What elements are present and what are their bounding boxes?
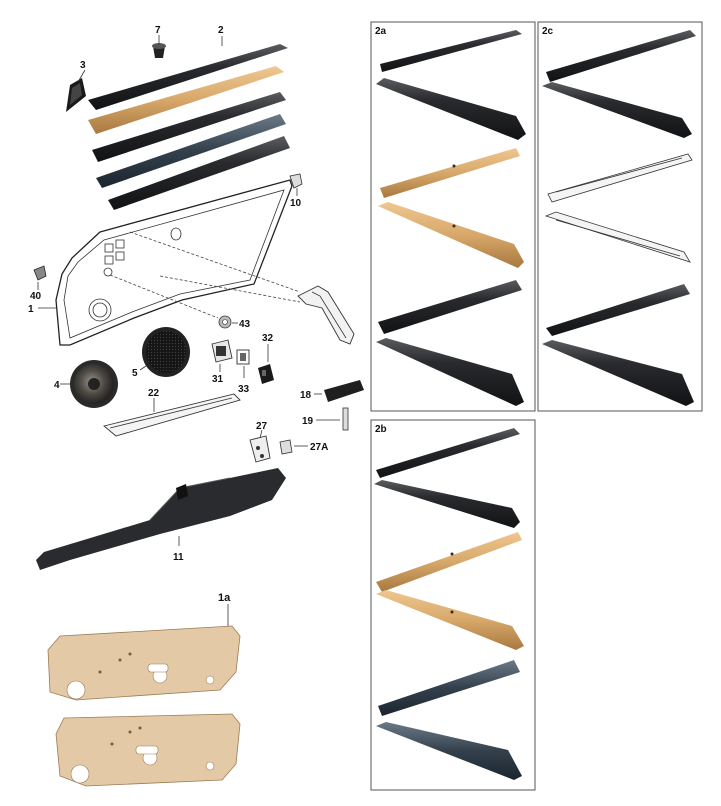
label-32: 32 <box>262 333 274 344</box>
part-1a-board-upper <box>47 625 241 701</box>
part-1a-board-lower <box>55 713 241 787</box>
leader-3 <box>77 69 86 83</box>
armrest-slate <box>96 114 286 188</box>
part-40-bracket <box>33 265 47 281</box>
label-4: 4 <box>54 380 60 391</box>
label-2c: 2c <box>542 26 554 37</box>
part-27a-clip <box>279 439 293 455</box>
armrest-stack <box>88 44 290 210</box>
part-4-speaker <box>70 360 118 408</box>
label-1: 1 <box>28 304 34 315</box>
label-43: 43 <box>239 319 251 330</box>
armrest-black-2 <box>92 92 286 162</box>
part-32-switch <box>258 364 274 384</box>
part-11-door-pocket <box>36 468 286 570</box>
panel-2b: 2b <box>370 419 536 791</box>
label-27a: 27A <box>310 442 328 453</box>
part-1-door-panel <box>55 179 301 346</box>
part-27-latch <box>249 435 271 463</box>
label-27: 27 <box>256 421 268 432</box>
part-3-end-cap <box>66 78 86 112</box>
armrest-tan <box>88 66 284 134</box>
label-40: 40 <box>30 291 42 302</box>
panel-2c: 2c <box>537 21 703 412</box>
label-7: 7 <box>155 25 161 36</box>
leader-27 <box>259 429 263 439</box>
label-3: 3 <box>80 60 86 71</box>
label-1a: 1a <box>218 592 231 604</box>
part-33-switch-bezel <box>236 349 250 365</box>
label-10: 10 <box>290 198 302 209</box>
label-33: 33 <box>238 384 250 395</box>
label-2a: 2a <box>375 26 387 37</box>
label-22: 22 <box>148 388 160 399</box>
part-31-switch <box>211 339 233 363</box>
label-2b: 2b <box>375 424 387 435</box>
leader-5 <box>139 365 147 371</box>
panel-2a: 2a <box>370 21 536 412</box>
part-22-pocket-trim <box>103 393 241 437</box>
part-10-clip <box>289 173 303 189</box>
armrest-black-3 <box>108 136 290 210</box>
armrest-black-1 <box>88 44 288 110</box>
label-11: 11 <box>173 552 184 563</box>
label-31: 31 <box>212 374 224 385</box>
door-pull-bracket <box>297 285 355 345</box>
label-19: 19 <box>302 416 314 427</box>
part-7-plug <box>152 43 166 58</box>
part-19-rod <box>342 407 349 431</box>
part-43-grommet <box>218 315 232 329</box>
label-18: 18 <box>300 390 312 401</box>
part-5-speaker-grille <box>142 327 190 377</box>
part-18-plate <box>324 380 364 402</box>
label-2: 2 <box>218 25 224 36</box>
label-5: 5 <box>132 368 138 379</box>
